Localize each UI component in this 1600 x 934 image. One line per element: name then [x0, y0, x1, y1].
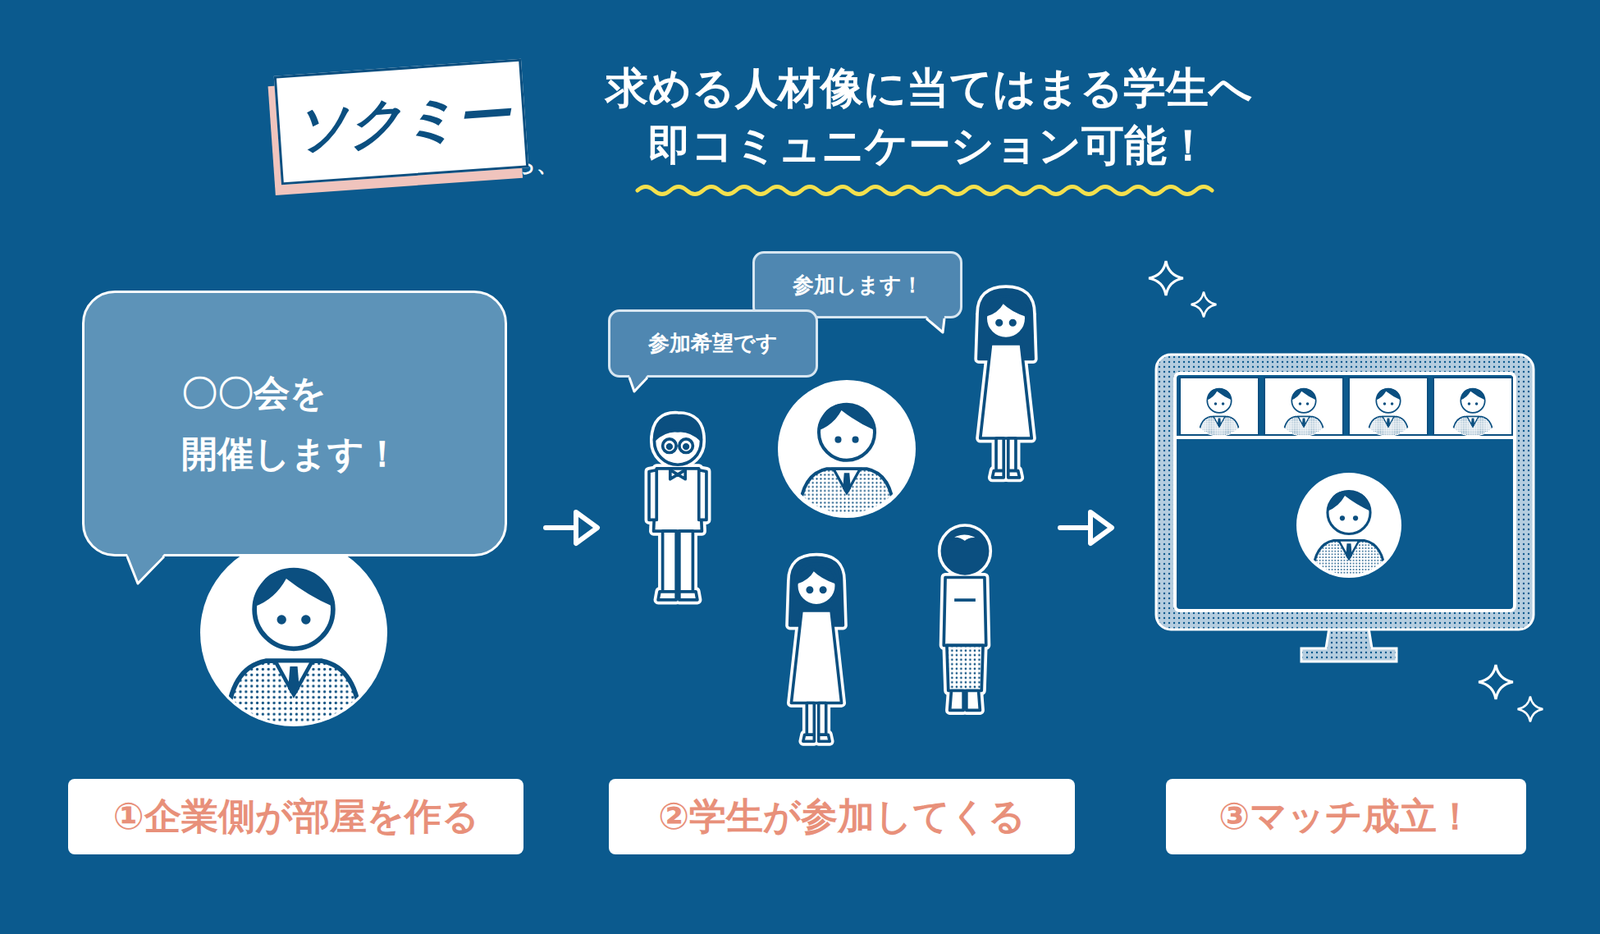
bubble-tail	[608, 374, 819, 412]
presenter-avatar	[200, 539, 388, 736]
step-label: ③マッチ成立！	[1165, 778, 1527, 855]
node-text: ②学生が参加してくる	[658, 791, 1026, 842]
tail-edge	[629, 377, 648, 392]
tail-edge	[127, 556, 165, 584]
wavy-underline	[637, 187, 1212, 195]
tail-edge	[926, 318, 945, 333]
logo-box: ソクミー	[274, 59, 530, 186]
tail-fill	[629, 374, 648, 392]
tail-fill	[926, 315, 945, 333]
step-label: ②学生が参加してくる	[608, 778, 1075, 855]
flow-arrow	[545, 512, 598, 544]
node-text: ①企業側が部屋を作る	[112, 791, 479, 842]
node-text: 参加希望です	[648, 329, 778, 358]
node-text: 参加します！	[792, 270, 924, 300]
speech-bubble: 参加します！	[752, 251, 963, 319]
tail-fill	[127, 553, 165, 584]
headline: 求める人材像に当てはまる学生へ 即コミュニケーション可能！	[566, 59, 1292, 174]
monitor	[1156, 354, 1534, 662]
node-text: ③マッチ成立！	[1218, 791, 1474, 842]
step-label: ①企業側が部屋を作る	[68, 778, 524, 855]
speech-bubble: 〇〇会を 開催します！	[82, 290, 508, 557]
node-text: ソクミー	[291, 77, 512, 166]
speech-bubble: 参加希望です	[608, 309, 819, 378]
sparkles	[1148, 260, 1543, 722]
node-text: 〇〇会を 開催します！	[84, 362, 477, 485]
flow-arrow	[1060, 512, 1112, 544]
bubble-tail	[82, 553, 508, 590]
